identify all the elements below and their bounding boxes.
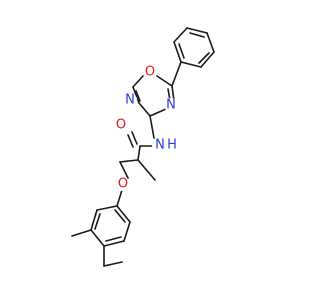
bond bbox=[178, 43, 185, 59]
atom-carbonyl-oxygen: O bbox=[114, 118, 128, 133]
molecule-structure: O N N N H O O bbox=[71, 27, 215, 267]
atom-label: O bbox=[145, 65, 155, 80]
bond bbox=[119, 159, 139, 163]
dimethylphenyl-ring bbox=[90, 205, 131, 247]
bond bbox=[103, 261, 123, 267]
bond bbox=[127, 134, 134, 148]
bond bbox=[173, 41, 182, 63]
bond bbox=[180, 61, 202, 68]
bond bbox=[132, 86, 140, 104]
bond bbox=[137, 159, 156, 181]
bond bbox=[90, 229, 105, 247]
bond bbox=[105, 236, 122, 242]
bond bbox=[94, 213, 101, 230]
atom-oxadiazole-oxygen: O bbox=[143, 65, 157, 80]
bond bbox=[116, 189, 123, 207]
atom-label: N bbox=[155, 138, 165, 153]
atom-label: O bbox=[116, 118, 126, 133]
bond bbox=[171, 61, 182, 87]
atom-oxadiazole-nitrogen-top: N bbox=[164, 98, 178, 113]
bond bbox=[137, 145, 141, 161]
oxadiazole-ring bbox=[132, 75, 175, 117]
atom-oxadiazole-nitrogen-bottom: N bbox=[123, 93, 137, 108]
bond bbox=[186, 27, 208, 34]
atom-label: N bbox=[125, 93, 135, 108]
atom-label: H bbox=[167, 138, 177, 153]
bond bbox=[131, 131, 138, 145]
bond bbox=[96, 205, 118, 211]
atom-label: N bbox=[166, 98, 176, 113]
bond bbox=[123, 221, 131, 242]
bond bbox=[171, 85, 175, 102]
bond bbox=[90, 209, 98, 231]
bond bbox=[149, 115, 155, 139]
bond bbox=[114, 209, 126, 223]
bond bbox=[138, 102, 151, 117]
bond bbox=[71, 229, 92, 237]
bond bbox=[116, 205, 131, 223]
bond bbox=[173, 27, 188, 43]
bond bbox=[198, 52, 210, 64]
bond bbox=[189, 32, 205, 38]
bond bbox=[149, 108, 167, 117]
phenyl-ring bbox=[173, 27, 215, 68]
bond bbox=[156, 75, 173, 87]
bond bbox=[200, 51, 215, 68]
bond bbox=[206, 32, 215, 53]
atom-amide-nitrogen: N H bbox=[152, 137, 177, 153]
bond bbox=[119, 161, 129, 179]
bond bbox=[103, 240, 125, 247]
atom-label: O bbox=[118, 177, 128, 192]
bond bbox=[132, 75, 144, 88]
atom-ether-oxygen: O bbox=[116, 177, 130, 192]
bond bbox=[135, 90, 141, 102]
